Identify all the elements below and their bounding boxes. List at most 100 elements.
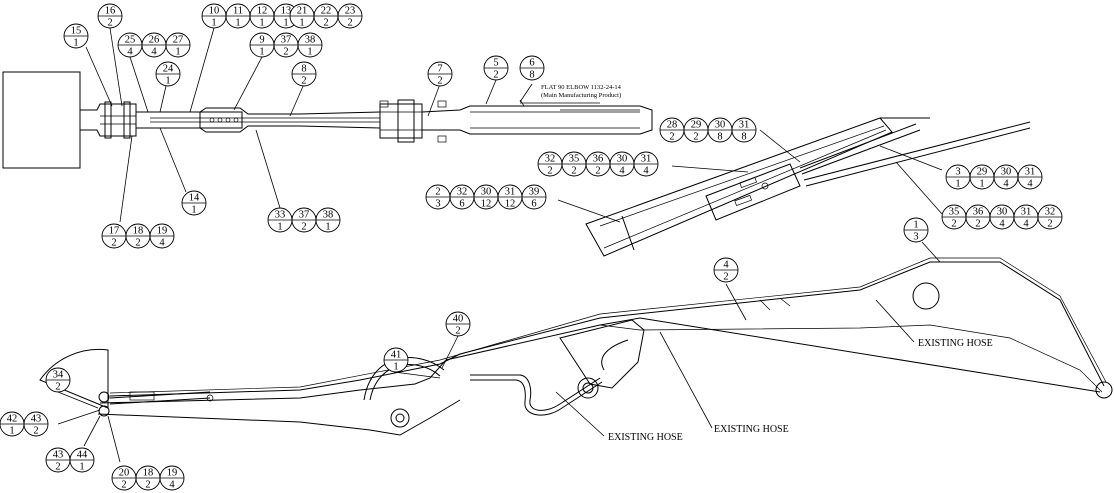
item-balloon: 211 [289,3,315,29]
balloon-item-number: 30 [1001,167,1012,178]
balloon-quantity: 4 [999,219,1005,230]
balloon-item-number: 31 [1025,167,1036,178]
balloon-quantity: 2 [301,76,306,87]
balloon-item-number: 4 [723,260,729,271]
balloon-quantity: 1 [79,462,84,473]
balloon-quantity: 1 [307,47,312,58]
elbow-note-line1: FLAT 90 ELBOW 1132-24-14 [541,84,622,91]
item-balloon: 318 [731,117,757,143]
balloon-quantity: 8 [529,70,534,81]
balloon-quantity: 1 [325,222,330,233]
item-balloon: 52 [483,55,509,81]
balloon-quantity: 2 [107,18,112,29]
item-balloon: 441 [69,447,95,473]
balloon-quantity: 4 [643,166,649,177]
arm-inner-edge [599,324,1103,393]
balloon-item-number: 10 [209,6,220,17]
elbow-note-line2: (Main Manufacturing Product) [541,92,621,99]
item-balloon: 241 [155,61,181,87]
item-balloon: 264 [141,32,167,58]
swing-quadrant [39,348,109,409]
item-balloon: 121 [249,3,275,29]
balloon-item-number: 13 [281,6,292,17]
balloon-quantity: 4 [1003,179,1009,190]
balloon-item-number: 30 [617,154,628,165]
balloon-item-number: 29 [691,120,702,131]
top-view [2,71,653,169]
balloon-item-number: 41 [391,350,402,361]
boom-mount [80,103,137,137]
balloon-quantity: 12 [481,199,492,210]
item-balloon: 352 [941,204,967,230]
item-balloon: 304 [993,164,1019,190]
item-balloon: 322 [1037,204,1063,230]
item-balloon: 411 [383,347,409,373]
balloon-quantity: 1 [979,179,984,190]
balloon-quantity: 12 [505,199,516,210]
balloon-quantity: 1 [165,76,170,87]
balloon-quantity: 6 [531,199,536,210]
balloon-item-number: 11 [233,6,243,17]
item-balloon: 194 [159,465,185,491]
item-balloon: 13 [903,217,929,243]
cylinder-line [109,397,211,405]
balloon-item-number: 20 [119,468,130,479]
knuckle-plate [397,99,415,143]
balloon-item-number: 1 [913,220,918,231]
balloon-item-number: 31 [1021,207,1032,218]
balloon-quantity: 3 [435,199,440,210]
mount-plate [104,101,112,139]
item-balloon: 372 [273,32,299,58]
balloon-item-number: 19 [167,468,178,479]
balloon-quantity: 2 [723,272,728,283]
balloon-quantity: 2 [493,70,498,81]
item-balloon: 342 [45,367,71,393]
mount-plate [123,101,131,139]
detail-view [585,117,1031,257]
balloon-quantity: 1 [191,205,196,216]
balloon-item-number: 31 [505,187,516,198]
pin [395,413,405,423]
item-balloon: 362 [585,151,611,177]
balloon-item-number: 32 [1045,207,1056,218]
item-balloon: 232 [337,3,363,29]
balloon-item-number: 15 [71,26,82,37]
item-balloon: 372 [291,207,317,233]
item-balloon: 101 [201,3,227,29]
cylinder-line [109,391,211,399]
balloon-quantity: 2 [975,219,980,230]
balloon-quantity: 1 [211,18,216,29]
balloon-quantity: 1 [175,47,180,58]
balloon-quantity: 2 [1047,219,1052,230]
item-balloon: 254 [117,32,143,58]
item-balloon: 182 [135,465,161,491]
item-balloon: 331 [267,207,293,233]
balloon-item-number: 6 [529,58,534,69]
balloon-quantity: 2 [951,219,956,230]
balloon-quantity: 2 [111,238,116,249]
item-balloon: 352 [561,151,587,177]
balloon-item-number: 9 [259,35,264,46]
balloon-item-number: 42 [7,414,18,425]
balloon-item-number: 30 [997,207,1008,218]
item-balloon: 432 [45,447,71,473]
balloon-item-number: 33 [275,210,286,221]
balloon-quantity: 1 [259,47,264,58]
balloon-quantity: 2 [669,132,674,143]
item-balloon: 42 [713,257,739,283]
balloon-item-number: 30 [715,120,726,131]
balloon-quantity: 4 [159,238,165,249]
knuckle [379,103,423,139]
balloon-item-number: 17 [109,226,120,237]
bolt [209,117,215,123]
balloon-item-number: 26 [149,35,160,46]
balloon-quantity: 3 [913,232,918,243]
balloon-quantity: 1 [277,222,282,233]
balloon-item-number: 31 [641,154,652,165]
arm-lower-edge [99,317,1101,404]
bolt [217,117,223,123]
balloon-item-number: 44 [77,450,88,461]
slot [739,176,757,189]
